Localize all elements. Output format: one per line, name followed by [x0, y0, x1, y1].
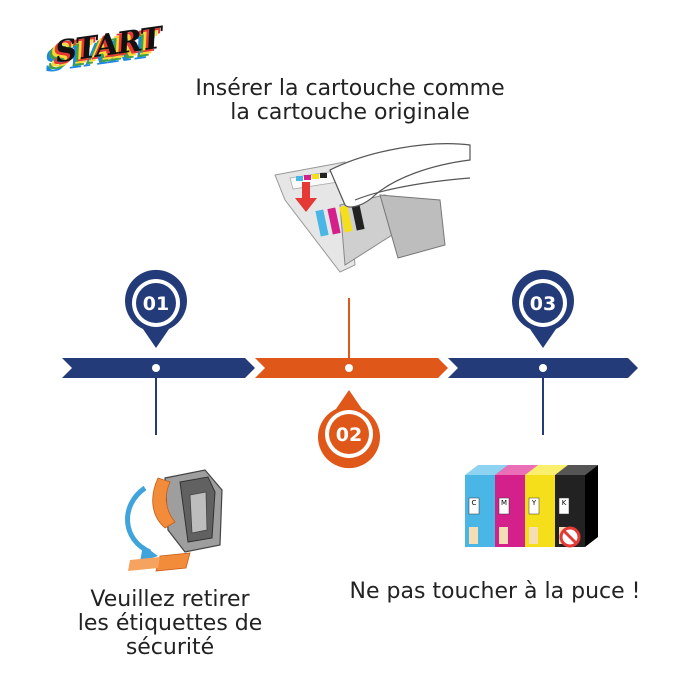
step-marker-02: 02: [318, 390, 381, 469]
step-number-02: 02: [336, 424, 362, 446]
step-number-01: 01: [143, 293, 169, 315]
timeline-dot-1: [152, 364, 160, 372]
no-touch-icon: [559, 526, 581, 548]
step-marker-01: 01: [125, 269, 187, 348]
cartridge-letter-k: K: [562, 499, 567, 507]
timeline-dot-3: [539, 364, 547, 372]
caption-do-not-touch-chip: Ne pas toucher à la puce !: [349, 579, 641, 604]
cartridge-letter-m: M: [501, 499, 507, 507]
caption-line: les étiquettes de: [77, 611, 263, 636]
printer-insert-illustration: [274, 143, 471, 273]
cartridge-letter-y: Y: [531, 499, 537, 507]
caption-insert-cartridge: Insérer la cartouche comme la cartouche …: [150, 77, 550, 125]
step-number-03: 03: [530, 293, 556, 315]
caption-line: Veuillez retirer: [90, 587, 250, 612]
ink-cartridges-illustration: C M Y K: [465, 465, 598, 548]
caption-line: la cartouche originale: [230, 100, 470, 125]
cartridge-letter-c: C: [472, 499, 477, 507]
printhead-label-illustration: [125, 469, 223, 572]
timeline-dot-2: [345, 364, 353, 372]
caption-remove-labels: Veuillez retirer les étiquettes de sécur…: [40, 588, 300, 660]
caption-line: Insérer la cartouche comme: [195, 76, 505, 101]
step-marker-03: 03: [512, 269, 574, 348]
caption-line: sécurité: [125, 635, 215, 660]
